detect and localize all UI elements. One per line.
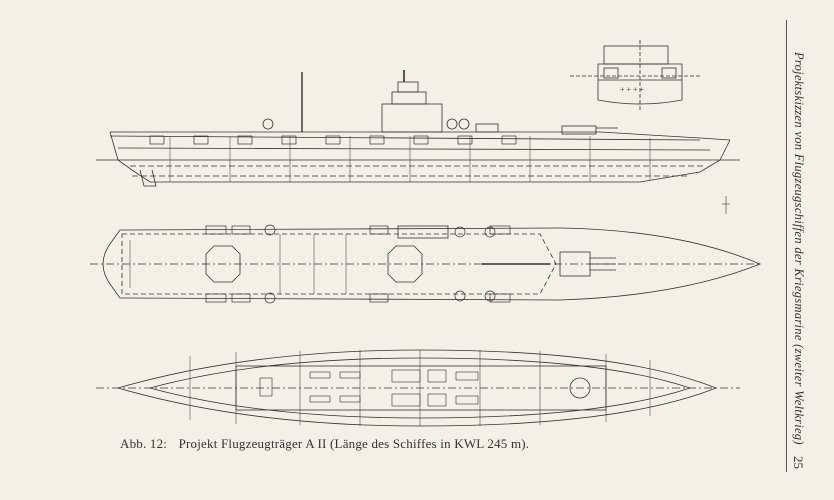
- hull-lines-view: [96, 349, 740, 427]
- figure-caption-text: Projekt Flugzeugträger A II (Länge des S…: [178, 436, 530, 451]
- side-elevation-view: [96, 70, 740, 187]
- running-head: Projektskizzen von Flugzeugschiffen der …: [792, 52, 806, 445]
- page-number: 25: [791, 456, 806, 469]
- figure-caption: Abb. 12: Projekt Flugzeugträger A II (Lä…: [120, 436, 680, 452]
- margin-rule: [786, 20, 787, 472]
- svg-text:+ + + +: + + + +: [620, 85, 645, 94]
- figure-label: Abb. 12:: [120, 436, 168, 451]
- cross-section-view: + + + +: [570, 40, 700, 110]
- plan-view: [90, 224, 762, 304]
- scale-mark: [722, 196, 730, 214]
